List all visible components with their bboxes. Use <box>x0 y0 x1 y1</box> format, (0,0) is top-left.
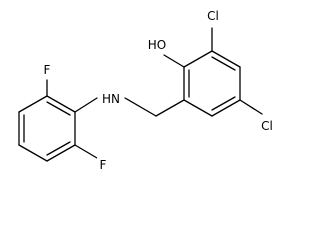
bond-inner <box>211 96 236 111</box>
difluorophenyl-ring <box>18 95 76 162</box>
bond <box>18 144 48 162</box>
chlorine-top-label: Cl <box>207 9 219 23</box>
bond-n-ring <box>74 97 98 113</box>
phenol-ring <box>183 50 241 117</box>
bond-inner <box>46 101 71 116</box>
bond-cl-right <box>239 99 263 115</box>
bond <box>46 95 76 113</box>
bond-inner <box>46 141 71 156</box>
fluorine-bottom-label: F <box>100 158 107 172</box>
hydroxyl-label: HO <box>148 38 166 52</box>
atom-label-cl-right: Cl <box>258 118 276 134</box>
bond-f-bottom <box>74 144 98 159</box>
atom-label-f-top: F <box>41 62 53 78</box>
atom-label-cl-top: Cl <box>204 8 222 24</box>
amine-label: HN <box>102 92 120 106</box>
bond <box>183 50 213 68</box>
chlorine-right-label: Cl <box>261 119 273 133</box>
bond-oh <box>163 54 185 68</box>
structure-diagram: HO Cl Cl HN F F <box>18 8 276 173</box>
fluorine-top-label: F <box>44 63 51 77</box>
bond-inner <box>211 56 236 71</box>
bond <box>46 144 76 162</box>
bond <box>211 99 241 117</box>
molecule-drawing: HO Cl Cl HN F F <box>18 8 276 173</box>
bond <box>18 95 48 113</box>
atom-label-ho: HO <box>146 37 168 53</box>
atom-label-f-bottom: F <box>97 157 109 173</box>
atom-label-hn: HN <box>100 91 122 107</box>
bond-ch2-n <box>124 97 157 117</box>
bond <box>211 50 241 68</box>
bond <box>183 99 213 117</box>
bond-ch2 <box>155 99 185 117</box>
